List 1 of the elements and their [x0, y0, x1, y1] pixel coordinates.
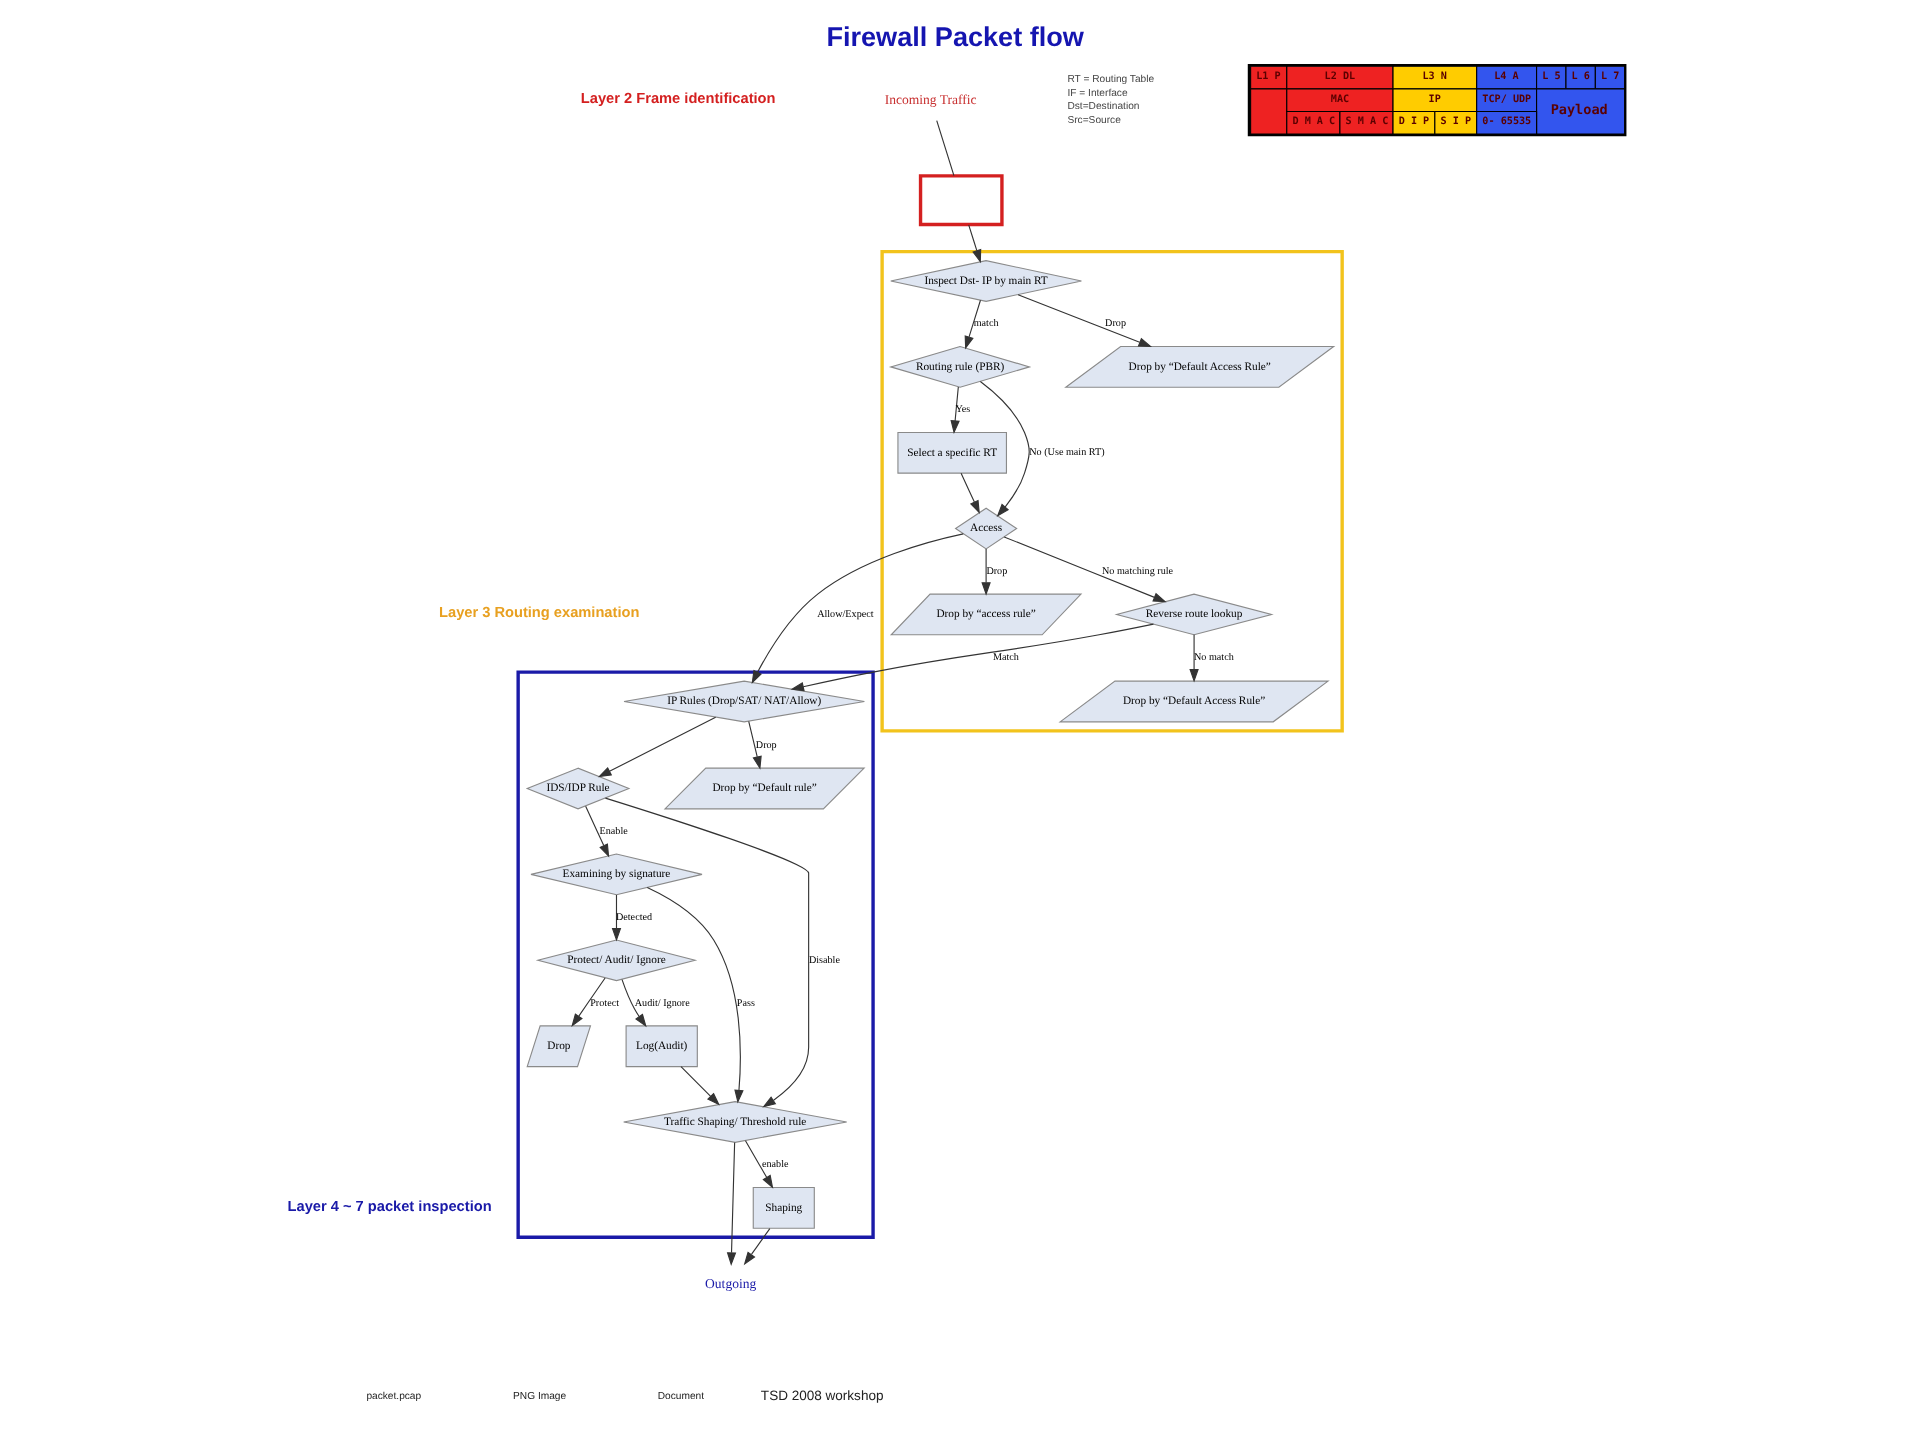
diagram-title: Firewall Packet flow	[826, 22, 1084, 53]
